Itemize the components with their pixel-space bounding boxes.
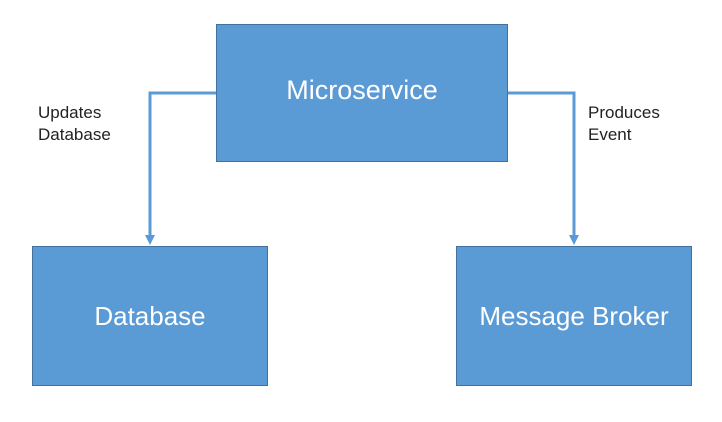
- database-label: Database: [94, 300, 206, 331]
- updates-database-edge-label: Updates Database: [38, 103, 111, 144]
- message-broker-label: Message Broker: [479, 300, 669, 331]
- microservice-node: Microservice: [216, 24, 508, 162]
- message-broker-node: Message Broker: [456, 246, 692, 386]
- microservice-label: Microservice: [286, 74, 438, 105]
- connector-microservice-to-database: [145, 91, 216, 245]
- connector-microservice-to-message-broker: [508, 91, 579, 245]
- produces-event-edge-label: Produces Event: [588, 103, 660, 144]
- database-node: Database: [32, 246, 268, 386]
